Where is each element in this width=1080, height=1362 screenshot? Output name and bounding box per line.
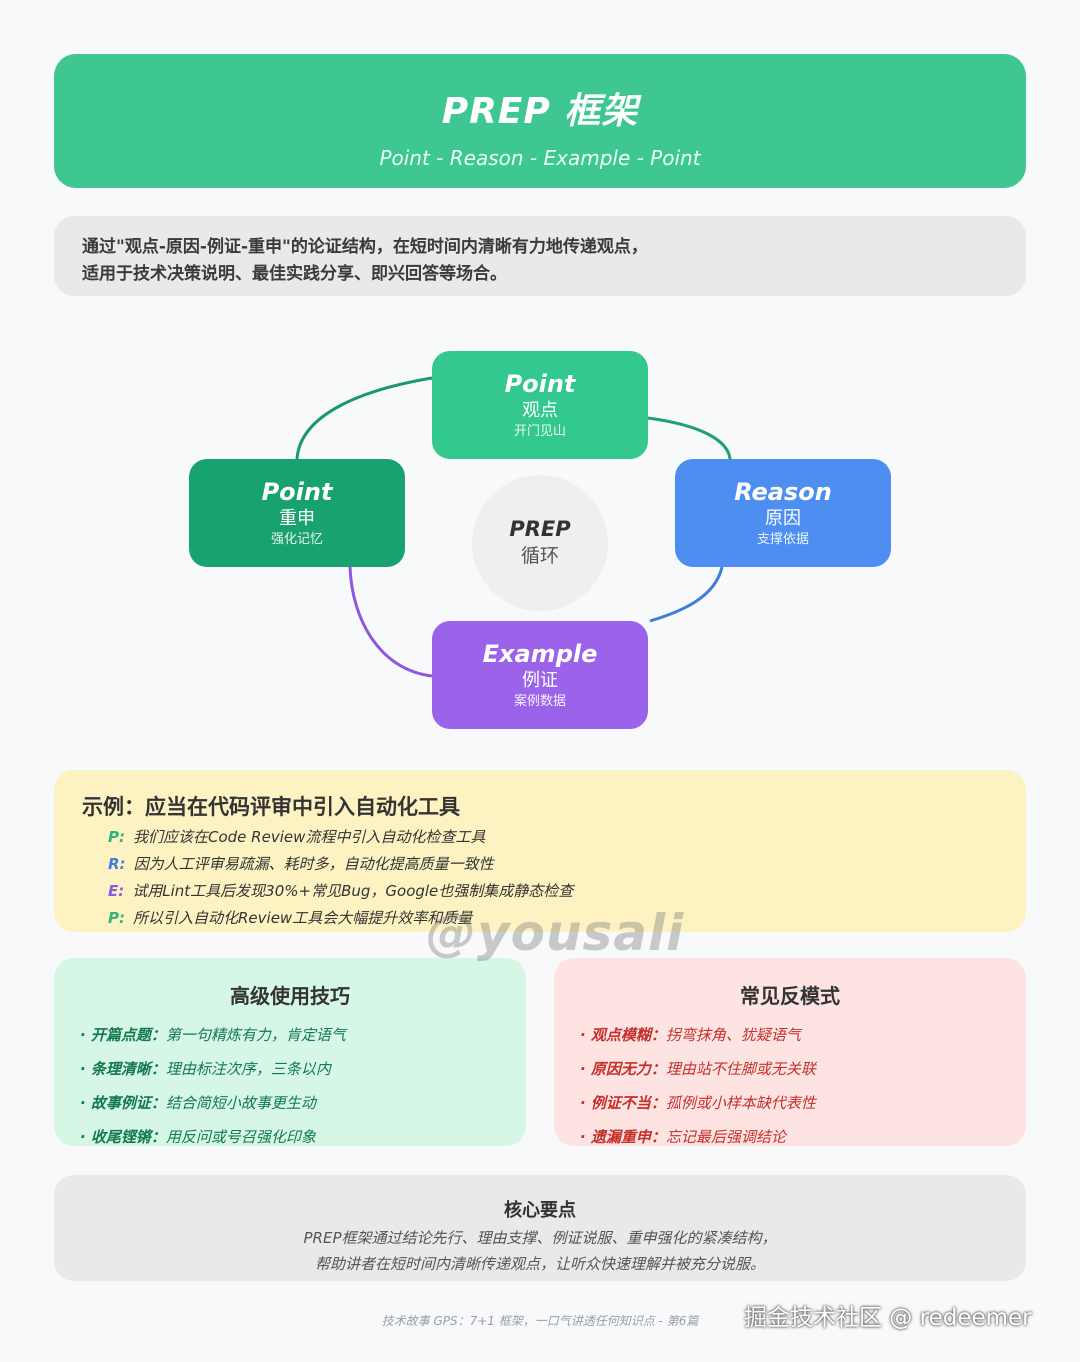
node-desc: 案例数据 (513, 694, 566, 709)
anti-item: · 例证不当：孤例或小样本缺代表性 (580, 1086, 1000, 1120)
example-key: P: (108, 909, 125, 927)
anti-label: · 例证不当： (580, 1094, 666, 1112)
connector-point-to-point (295, 376, 433, 460)
node-en-label: Point (261, 478, 333, 506)
anti-text: 理由站不住脚或无关联 (665, 1060, 816, 1078)
node-cn-label: 原因 (765, 508, 801, 529)
anti-title: 常见反模式 (740, 984, 840, 1008)
brand-watermark: 掘金技术社区 @ redeemer (744, 1305, 1032, 1331)
cycle-center-title: PREP (509, 517, 571, 541)
tip-text: 理由标注次序，三条以内 (165, 1060, 331, 1078)
node-reason: Reason 原因 支撑依据 (675, 459, 891, 567)
node-en-label: Example (482, 640, 598, 668)
node-cn-label: 重申 (279, 508, 315, 529)
cycle-center: PREP 循环 (472, 475, 608, 611)
example-title: 示例：应当在代码评审中引入自动化工具 (82, 795, 460, 819)
node-cn-label: 例证 (522, 670, 558, 691)
anti-patterns-panel: 常见反模式 · 观点模糊：拐弯抹角、犹疑语气 · 原因无力：理由站不住脚或无关联… (554, 958, 1026, 1146)
example-text: 所以引入自动化Review工具会大幅提升效率和质量 (133, 909, 473, 927)
cycle-connectors (295, 376, 732, 678)
page-title: PREP 框架 (441, 91, 639, 132)
anti-text: 孤例或小样本缺代表性 (665, 1094, 816, 1112)
tips-title: 高级使用技巧 (230, 984, 350, 1008)
tip-label: · 开篇点题： (80, 1026, 166, 1044)
connector-reason-to-example (649, 566, 724, 623)
tip-label: · 条理清晰： (80, 1060, 166, 1078)
node-example: Example 例证 案例数据 (432, 621, 648, 729)
advanced-tips-panel: 高级使用技巧 · 开篇点题：第一句精炼有力，肯定语气 · 条理清晰：理由标注次序… (54, 958, 526, 1146)
tip-text: 用反问或号召强化印象 (165, 1128, 316, 1146)
example-box: 示例：应当在代码评审中引入自动化工具 P: 我们应该在Code Review流程中… (54, 770, 1026, 932)
example-line-p2: P: 所以引入自动化Review工具会大幅提升效率和质量 (82, 905, 998, 932)
prep-cycle-diagram: Point 观点 开门见山 Reason 原因 支撑依据 Example 例证 … (0, 330, 1080, 750)
tip-text: 结合简短小故事更生动 (165, 1094, 316, 1112)
example-key: R: (108, 855, 126, 873)
tip-text: 第一句精炼有力，肯定语气 (165, 1026, 346, 1044)
node-desc: 支撑依据 (756, 532, 809, 547)
page-subtitle: Point - Reason - Example - Point (379, 146, 701, 170)
core-line-1: PREP框架通过结论先行、理由支撑、例证说服、重申强化的紧凑结构， (303, 1229, 777, 1247)
example-key: P: (108, 828, 125, 846)
anti-label: · 遗漏重申： (580, 1128, 666, 1146)
example-key: E: (108, 882, 125, 900)
example-text: 试用Lint工具后发现30%+常见Bug，Google也强制集成静态检查 (132, 882, 574, 900)
intro-box: 通过"观点-原因-例证-重申"的论证结构，在短时间内清晰有力地传递观点， 适用于… (54, 216, 1026, 296)
core-points-box: 核心要点 PREP框架通过结论先行、理由支撑、例证说服、重申强化的紧凑结构， 帮… (54, 1175, 1026, 1281)
example-text: 我们应该在Code Review流程中引入自动化检查工具 (133, 828, 486, 846)
node-en-label: Point (504, 370, 576, 398)
tip-label: · 收尾铿锵： (80, 1128, 166, 1146)
node-cn-label: 观点 (522, 400, 558, 421)
core-title: 核心要点 (504, 1200, 576, 1221)
anti-item: · 遗漏重申：忘记最后强调结论 (580, 1120, 1000, 1154)
example-line-e: E: 试用Lint工具后发现30%+常见Bug，Google也强制集成静态检查 (82, 878, 998, 905)
node-point-opening: Point 观点 开门见山 (432, 351, 648, 459)
footer-note: 技术故事 GPS：7+1 框架，一口气讲透任何知识点 - 第6篇 (381, 1314, 699, 1328)
tip-label: · 故事例证： (80, 1094, 166, 1112)
node-desc: 强化记忆 (270, 532, 323, 547)
anti-text: 忘记最后强调结论 (665, 1128, 786, 1146)
watermark: @yousali (426, 904, 685, 962)
tip-item: · 条理清晰：理由标注次序，三条以内 (80, 1052, 500, 1086)
example-text: 因为人工评审易疏漏、耗时多，自动化提高质量一致性 (133, 855, 494, 873)
tip-item: · 收尾铿锵：用反问或号召强化印象 (80, 1120, 500, 1154)
core-line-2: 帮助讲者在短时间内清晰传递观点，让听众快速理解并被充分说服。 (314, 1255, 765, 1273)
connector-point-to-reason (647, 416, 732, 460)
anti-label: · 观点模糊： (580, 1026, 666, 1044)
intro-line-1: 通过"观点-原因-例证-重申"的论证结构，在短时间内清晰有力地传递观点， (82, 237, 648, 257)
node-desc: 开门见山 (513, 424, 566, 439)
connector-example-to-point (348, 566, 433, 678)
node-en-label: Reason (734, 478, 832, 506)
tip-item: · 故事例证：结合简短小故事更生动 (80, 1086, 500, 1120)
example-line-r: R: 因为人工评审易疏漏、耗时多，自动化提高质量一致性 (82, 851, 998, 878)
anti-label: · 原因无力： (580, 1060, 666, 1078)
intro-line-2: 适用于技术决策说明、最佳实践分享、即兴回答等场合。 (82, 264, 507, 284)
node-point-restate: Point 重申 强化记忆 (189, 459, 405, 567)
anti-text: 拐弯抹角、犹疑语气 (665, 1026, 801, 1044)
anti-item: · 观点模糊：拐弯抹角、犹疑语气 (580, 1018, 1000, 1052)
cycle-center-subtitle: 循环 (520, 545, 559, 567)
anti-item: · 原因无力：理由站不住脚或无关联 (580, 1052, 1000, 1086)
example-line-p: P: 我们应该在Code Review流程中引入自动化检查工具 (82, 824, 998, 851)
tip-item: · 开篇点题：第一句精炼有力，肯定语气 (80, 1018, 500, 1052)
header-banner: PREP 框架 Point - Reason - Example - Point (54, 54, 1026, 188)
